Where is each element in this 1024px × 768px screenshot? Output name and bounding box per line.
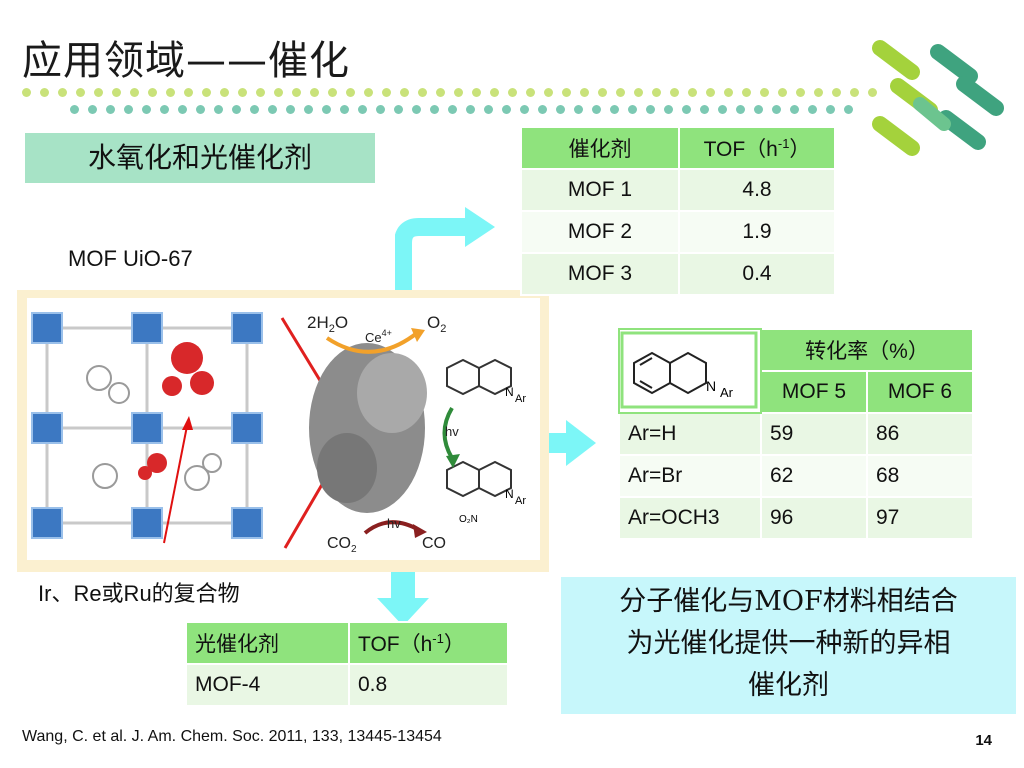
product-co: CO [422, 535, 446, 552]
conversion-table: N Ar 转化率（%） MOF 5 MOF 6 Ar=H 59 86 Ar=Br… [618, 328, 974, 540]
page-title: 应用领域——催化 [22, 38, 350, 84]
arrow-up-right-icon [395, 207, 495, 293]
table1-cell: 4.8 [678, 168, 836, 212]
table-row: Ar=H 59 86 [618, 412, 974, 456]
mof-label: MOF UiO-67 [68, 246, 193, 271]
table1-cell: MOF 1 [520, 168, 680, 212]
product-oxygen: O2 [427, 313, 446, 335]
table2-cell: Ar=H [618, 412, 762, 456]
table2-cell: Ar=OCH3 [618, 496, 762, 540]
table1-header-tof: TOF（h-1） [678, 126, 836, 170]
tof-table-1: 催化剂 TOF（h-1） MOF 1 4.8 MOF 2 1.9 MOF 3 0… [520, 126, 836, 296]
table2-header-mof6: MOF 6 [866, 370, 974, 414]
section-box: 水氧化和光催化剂 [25, 133, 375, 183]
table2-cell: 68 [866, 454, 974, 498]
table2-cell: Ar=Br [618, 454, 762, 498]
mof-structure-diagram: 2H2O Ce4+ O2 N Ar N Ar O₂N hv CO2 hv CO [31, 312, 526, 555]
table2-cell: 62 [760, 454, 868, 498]
table1-cell: 0.4 [678, 252, 836, 296]
n-label-1: N [505, 385, 514, 399]
table1-cell: 1.9 [678, 210, 836, 254]
table2-cell: 96 [760, 496, 868, 540]
reaction-water: 2H2O [307, 313, 348, 335]
table3-cell: 0.8 [348, 663, 509, 707]
hv-bottom: hv [387, 516, 401, 531]
table2-cell: 59 [760, 412, 868, 456]
table2-cell: 97 [866, 496, 974, 540]
n-label: N [706, 378, 716, 394]
summary-note: 分子催化与MOF材料相结合 为光催化提供一种新的异相 催化剂 [561, 577, 1016, 714]
note-line: 为光催化提供一种新的异相 [626, 628, 951, 659]
tof-table-2: 光催化剂 TOF（h-1） MOF-4 0.8 [185, 621, 509, 707]
mof-figure: 2H2O Ce4+ O2 N Ar N Ar O₂N hv CO2 hv CO [27, 298, 540, 560]
table2-cell: 86 [866, 412, 974, 456]
ar-label: Ar [720, 385, 734, 400]
table-row: Ar=OCH3 96 97 [618, 496, 974, 540]
complex-label: Ir、Re或Ru的复合物 [38, 581, 240, 606]
table1-cell: MOF 2 [520, 210, 680, 254]
dot-divider-top [22, 84, 902, 97]
decorative-cylinders [872, 40, 1004, 156]
molecule-structure-cell: N Ar [618, 328, 762, 414]
table-row: MOF 3 0.4 [520, 252, 836, 296]
hv-middle: hv [445, 424, 459, 439]
molecule-structure-icon: N Ar [620, 331, 758, 409]
table-row: MOF 1 4.8 [520, 168, 836, 212]
table3-header-tof: TOF（h-1） [348, 621, 509, 665]
table2-header-mof5: MOF 5 [760, 370, 868, 414]
table1-header-catalyst: 催化剂 [520, 126, 680, 170]
table-row: MOF-4 0.8 [185, 663, 509, 707]
no2-label: O₂N [459, 514, 478, 525]
reference: Wang, C. et al. J. Am. Chem. Soc. 2011, … [22, 728, 442, 745]
note-line: 催化剂 [748, 670, 829, 701]
page-number: 14 [975, 732, 992, 749]
table1-cell: MOF 3 [520, 252, 680, 296]
table-row: Ar=Br 62 68 [618, 454, 974, 498]
table3-header-photocatalyst: 光催化剂 [185, 621, 350, 665]
table2-header-conversion: 转化率（%） [760, 328, 974, 372]
n-label-2: N [505, 487, 514, 501]
table-row: MOF 2 1.9 [520, 210, 836, 254]
ar-label-2: Ar [515, 495, 526, 507]
ar-label-1: Ar [515, 393, 526, 405]
catalyst-ce: Ce4+ [365, 328, 392, 345]
note-line: 分子催化与MOF材料相结合 [619, 586, 958, 617]
table3-cell: MOF-4 [185, 663, 350, 707]
reaction-co2: CO2 [327, 535, 357, 555]
dot-divider-bottom [70, 101, 950, 114]
